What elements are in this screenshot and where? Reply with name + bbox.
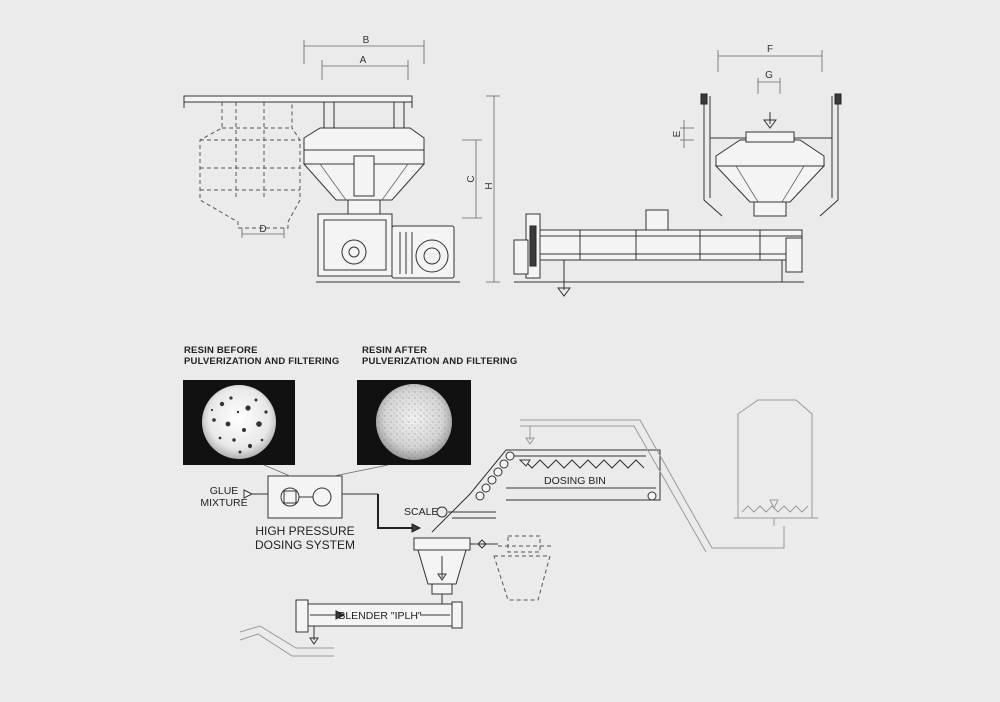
dashed-silo-outline [199, 102, 301, 229]
front-elevation-view: F G E [513, 44, 842, 297]
micrograph-after-image [357, 380, 471, 465]
dashed-auxiliary-hopper [493, 535, 552, 601]
top-platform [183, 95, 413, 103]
label-dosing-bin: DOSING BIN [544, 475, 606, 487]
storage-silo [734, 399, 818, 526]
dimension-c: C [462, 139, 482, 219]
dim-label-f: F [767, 44, 773, 55]
dimension-a: A [321, 55, 409, 80]
hopper-body [302, 127, 426, 215]
high-pressure-dosing-unit [267, 475, 422, 533]
dimension-f: F [717, 44, 823, 72]
front-conveyor [513, 209, 804, 297]
dim-label-d: D [259, 224, 266, 235]
label-glue-line2: MIXTURE [200, 497, 247, 509]
dim-label-e: E [672, 130, 683, 137]
caption-resin-before-line2: PULVERIZATION AND FILTERING [184, 356, 339, 367]
blender-iplh [295, 599, 463, 645]
weighing-hopper [413, 537, 498, 606]
front-hopper [714, 112, 826, 217]
label-glue-line1: GLUE [210, 485, 239, 497]
caption-resin-after-line2: PULVERIZATION AND FILTERING [362, 356, 517, 367]
dimension-b: B [303, 35, 425, 64]
micrograph-before-image [183, 380, 295, 465]
dim-label-g: G [765, 70, 773, 81]
process-diagram: RESIN BEFORE PULVERIZATION AND FILTERING… [183, 345, 818, 657]
label-high-pressure-line2: DOSING SYSTEM [255, 538, 355, 552]
label-scale: SCALE [404, 506, 438, 518]
side-elevation-view: B A D [183, 35, 500, 283]
caption-resin-before-line1: RESIN BEFORE [184, 345, 258, 356]
label-high-pressure-line1: HIGH PRESSURE [255, 524, 354, 538]
dosing-bin [431, 449, 661, 533]
dim-label-c: C [466, 175, 477, 182]
dim-label-h: H [484, 182, 495, 189]
drive-unit [316, 213, 460, 283]
dimension-g: G [757, 70, 781, 94]
dimension-e: E [672, 120, 694, 148]
dim-label-a: A [360, 55, 367, 66]
scale-gauge-icon [436, 506, 448, 518]
dimension-h: H [484, 95, 500, 283]
dim-label-b: B [363, 35, 370, 46]
caption-resin-after-line1: RESIN AFTER [362, 345, 427, 356]
dimension-d: D [241, 224, 285, 238]
label-blender: BLENDER "IPLH" [338, 610, 422, 622]
